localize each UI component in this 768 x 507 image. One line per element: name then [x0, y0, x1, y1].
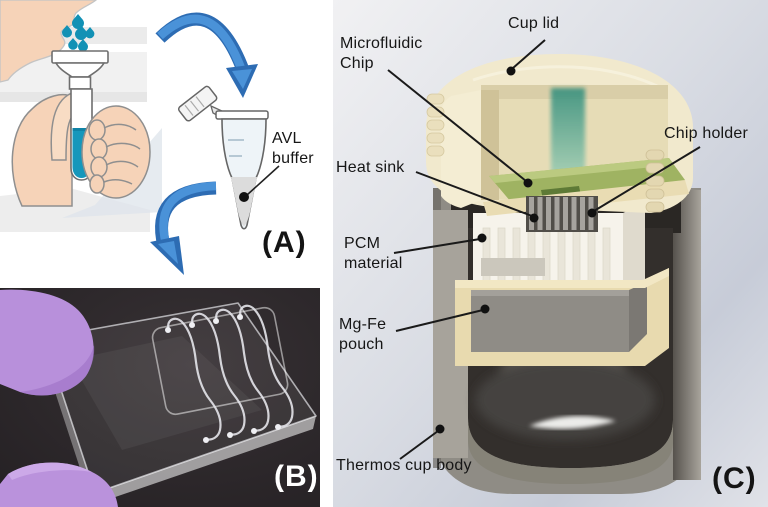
hand-fingers	[81, 105, 151, 199]
microfluidic-chip-label: Microfluidic Chip	[340, 35, 423, 72]
chip-front-edge	[92, 416, 316, 505]
avl-leader-line	[246, 165, 280, 196]
panel-b-photo	[0, 288, 320, 507]
mg-fe-pouch-render	[455, 268, 669, 366]
glove-finger-top-shadow	[20, 345, 95, 396]
lid-thread-left	[426, 93, 445, 157]
pcm-material-label: PCM material	[344, 235, 403, 272]
chip-holder-label: Chip holder	[664, 125, 749, 142]
liquid-meniscus	[72, 128, 91, 131]
microcentrifuge-tube	[177, 85, 280, 230]
panel-c-render	[333, 0, 768, 507]
panel-c-letter: (C)	[712, 462, 757, 495]
interior-highlight	[529, 416, 616, 430]
chip-channel-region	[151, 306, 289, 416]
panel-b-letter: (B)	[274, 460, 319, 493]
glove-finger-bottom-highlight	[8, 462, 92, 480]
panel-a-illustration	[0, 0, 333, 288]
teal-column	[551, 88, 585, 176]
interior-bottom-rim	[468, 418, 673, 484]
saliva-droplets-icon	[62, 14, 95, 52]
glove-finger-top	[0, 289, 94, 396]
panel-a-letter: (A)	[262, 226, 307, 259]
heat-sink-label: Heat sink	[336, 159, 405, 176]
thermos-cup-body-label: Thermos cup body	[336, 457, 472, 474]
callout-lines	[387, 39, 701, 460]
avl-buffer-label: AVL buffer	[272, 130, 314, 167]
mg-fe-pouch-label: Mg-Fe pouch	[339, 316, 387, 353]
heat-sink-render	[526, 196, 598, 232]
cup-lid-label: Cup lid	[508, 15, 560, 32]
lid-cut-wall	[441, 90, 481, 208]
curved-arrow-top-icon	[155, 12, 258, 98]
avl-leader-dot	[239, 192, 249, 202]
cup-lid-render	[426, 54, 693, 216]
lid-thread-right	[645, 149, 665, 213]
face-profile	[0, 0, 98, 83]
microfluidic-chip-photo	[41, 302, 317, 505]
callout-dots	[435, 66, 597, 434]
curved-arrow-bottom-icon	[150, 181, 217, 275]
